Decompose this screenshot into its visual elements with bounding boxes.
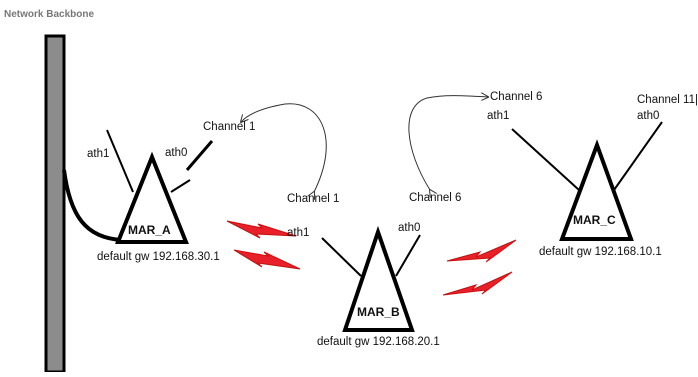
mar-b-ath0-label: ath0 xyxy=(398,222,421,234)
wired-link-backbone-mar-a xyxy=(62,169,123,242)
mar-a-channel-label: Channel 1 xyxy=(203,121,256,133)
mar-a-label: MAR_A xyxy=(128,223,171,237)
mar-c-channel-ath0: Channel 11| xyxy=(637,94,698,106)
mar-b-ath1-label: ath1 xyxy=(287,227,310,239)
mar-a-ath0-link xyxy=(185,140,214,171)
mar-c-gateway: default gw 192.168.10.1 xyxy=(539,246,662,258)
network-backbone-bar xyxy=(44,34,66,374)
wireless-bolt-a-b-top xyxy=(226,220,297,239)
wireless-bolt-b-c-top xyxy=(446,239,517,263)
wireless-bolt-b-c-bottom xyxy=(442,271,513,296)
mar-a-ath0-label: ath0 xyxy=(165,147,188,159)
mar-b-label: MAR_B xyxy=(357,305,400,319)
mar-c-ath0-label: ath0 xyxy=(637,110,660,122)
mar-c-ath1-label: ath1 xyxy=(487,110,510,122)
mar-c-channel-ath1: Channel 6 xyxy=(490,91,543,103)
mar-a-ath1-label: ath1 xyxy=(87,148,110,160)
mar-b-antenna-ath1 xyxy=(321,237,362,277)
mar-a-antenna-ath1 xyxy=(106,129,134,193)
mar-b-gateway: default gw 192.168.20.1 xyxy=(317,336,440,348)
mar-b-antenna-ath0 xyxy=(395,234,421,277)
mar-b-channel-ath1: Channel 1 xyxy=(287,193,340,205)
wireless-bolt-a-b-bottom xyxy=(233,249,301,270)
mar-a-antenna-ath0 xyxy=(170,179,191,193)
channel-arrow-a-to-b xyxy=(241,103,327,192)
diagram-title: Network Backbone xyxy=(4,9,95,20)
mar-a-gateway: default gw 192.168.30.1 xyxy=(97,251,220,263)
mar-a-triangle xyxy=(115,151,189,244)
mar-b-triangle xyxy=(342,225,415,332)
mar-b-channel-ath0: Channel 6 xyxy=(409,192,462,204)
mar-c-triangle xyxy=(559,139,634,241)
mar-c-antenna-ath1 xyxy=(511,128,580,191)
mar-c-label: MAR_C xyxy=(573,213,616,227)
channel-arrow-b-to-c xyxy=(408,96,488,190)
mar-c-antenna-ath0 xyxy=(613,121,663,191)
